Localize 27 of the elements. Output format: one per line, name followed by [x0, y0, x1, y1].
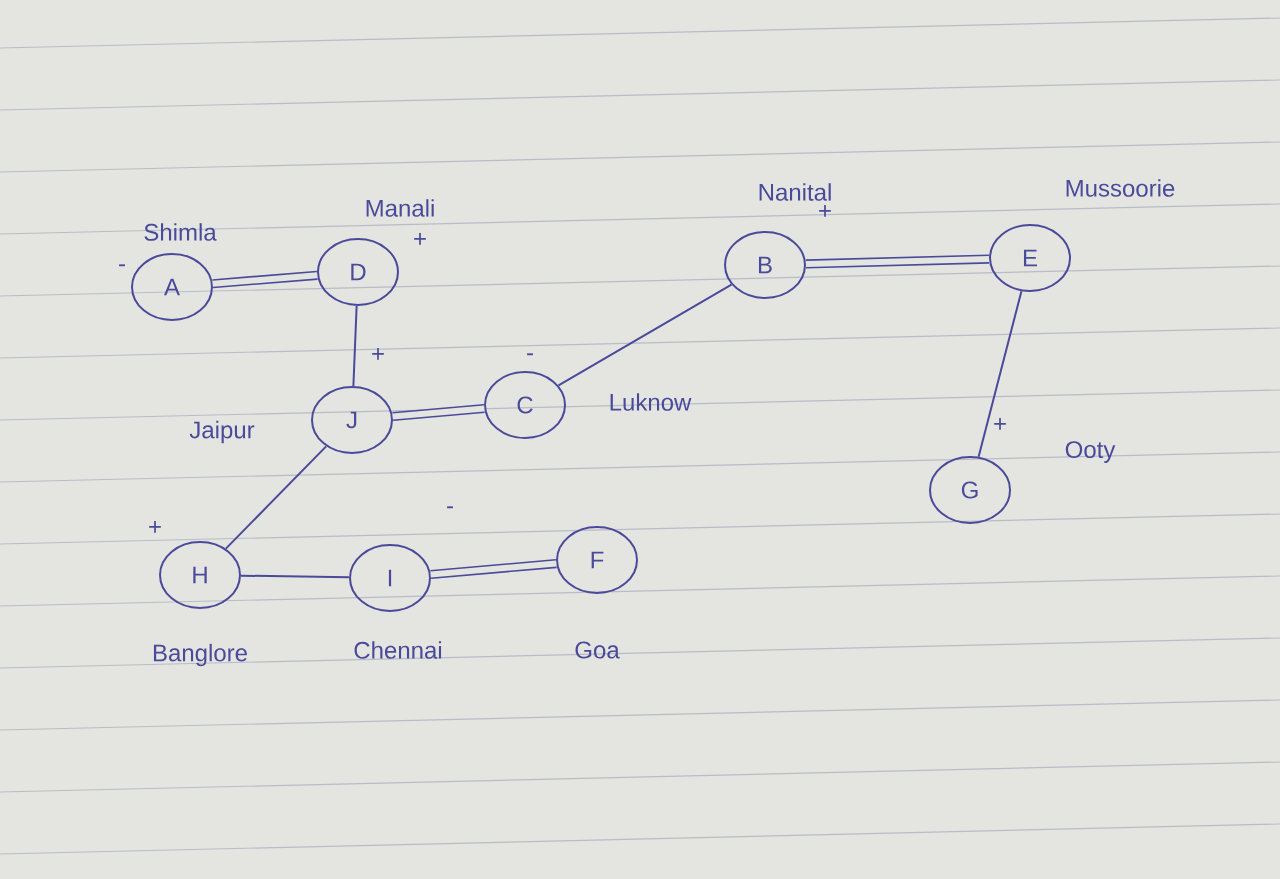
sign-label: +	[372, 348, 384, 360]
connector-line	[557, 283, 733, 387]
connector-line	[977, 290, 1023, 458]
city-label: Chennai	[354, 641, 442, 659]
connector-line	[430, 558, 557, 580]
connector-line	[805, 254, 990, 269]
connector-line	[240, 574, 350, 579]
city-label: Banglore	[153, 643, 247, 667]
city-label: Luknow	[610, 393, 692, 411]
sign-label: +	[819, 205, 831, 217]
connector-line	[224, 445, 328, 550]
connector-line	[392, 403, 485, 422]
sign-label: -	[527, 353, 533, 356]
sign-label: -	[119, 264, 125, 267]
connector-line	[352, 305, 358, 388]
city-label: Shimla	[144, 223, 217, 241]
city-label: Nanital	[759, 183, 831, 201]
connector-line	[212, 270, 318, 289]
city-label: Manali	[366, 199, 434, 217]
sign-label: +	[149, 521, 161, 533]
city-label: Ooty	[1065, 441, 1116, 463]
sign-label: -	[447, 506, 453, 509]
sign-label: +	[414, 233, 426, 245]
city-label: Mussoorie	[1066, 179, 1175, 197]
city-label: Goa	[575, 641, 620, 659]
sign-label: +	[994, 418, 1006, 430]
city-label: Jaipur	[189, 420, 255, 444]
